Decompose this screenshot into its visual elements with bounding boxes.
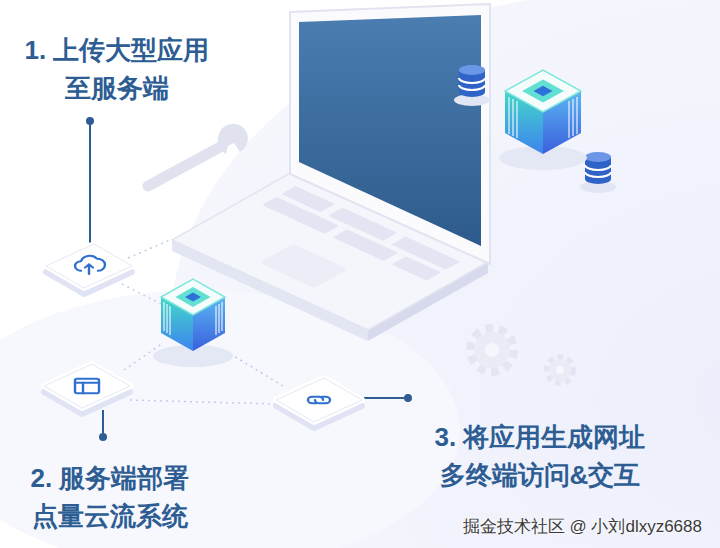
server-cube-part bbox=[185, 293, 201, 302]
leader-line-part bbox=[102, 410, 104, 433]
tile-shape bbox=[40, 358, 134, 418]
wrench-symbol bbox=[148, 124, 248, 186]
gear-symbol-part bbox=[556, 366, 564, 374]
tile-face bbox=[46, 244, 132, 288]
wrench-symbol-part bbox=[148, 146, 222, 186]
leader-line-part bbox=[99, 433, 107, 441]
dotted-wire-part bbox=[128, 240, 170, 258]
link-icon bbox=[308, 397, 330, 403]
leader-line bbox=[86, 117, 412, 441]
laptop-base-part-part bbox=[262, 197, 339, 234]
database-symbol-part bbox=[459, 65, 485, 75]
leader-line-part bbox=[364, 397, 404, 399]
server-cube-part bbox=[522, 79, 564, 102]
server-cube-part bbox=[164, 302, 222, 335]
server-cube-part bbox=[534, 86, 553, 97]
dotted-wire-part bbox=[130, 400, 276, 404]
background-ground-part bbox=[0, 290, 460, 548]
leader-line-part bbox=[86, 117, 94, 125]
callout-text: 1. 上传大型应用 至服务端 bbox=[21, 31, 213, 107]
gear-symbol-part bbox=[472, 330, 512, 370]
layout-icon bbox=[75, 379, 99, 393]
laptop-screen-part bbox=[290, 4, 490, 264]
database-symbol-part bbox=[585, 152, 611, 162]
layout-icon-stroke bbox=[75, 379, 99, 393]
tile-shape bbox=[42, 238, 136, 298]
laptop-base-part-part bbox=[259, 244, 347, 288]
icon-tile: 1. 上传大型应用 至服务端 bbox=[42, 238, 136, 298]
gear-symbol bbox=[472, 330, 572, 382]
icon-tile: 3. 将应用生成网址 多终端访问&交互 bbox=[272, 372, 366, 432]
laptop-screen-part bbox=[299, 15, 481, 246]
gear-symbol-part bbox=[548, 358, 572, 382]
laptop-base-part-part bbox=[391, 256, 441, 280]
tile-face bbox=[44, 364, 130, 408]
link-icon-stroke bbox=[315, 397, 330, 403]
tile-edge bbox=[44, 364, 130, 408]
database-symbol bbox=[454, 65, 616, 193]
tile-edge bbox=[46, 244, 132, 288]
upload-icon bbox=[75, 256, 105, 274]
upload-icon-stroke bbox=[85, 264, 93, 267]
tile-shape bbox=[272, 372, 366, 432]
gear-symbol-part bbox=[485, 343, 499, 357]
leader-line-part bbox=[404, 394, 412, 402]
callout-text: 2. 服务端部署 点量云流系统 bbox=[27, 459, 193, 535]
server-cube bbox=[499, 70, 587, 170]
laptop-screen bbox=[290, 4, 490, 264]
database-symbol-part bbox=[585, 165, 611, 177]
tile-edge bbox=[276, 378, 362, 422]
laptop-base-part-part bbox=[333, 229, 398, 261]
server-cube bbox=[153, 279, 233, 367]
layout-icon-stroke bbox=[75, 382, 99, 384]
leader-line-part bbox=[89, 124, 91, 244]
layout-icon-stroke bbox=[82, 383, 84, 393]
dotted-wire-part bbox=[122, 284, 165, 306]
wrench-symbol-part bbox=[218, 124, 248, 154]
icon-tile: 2. 服务端部署 点量云流系统 bbox=[40, 358, 134, 418]
tile-face bbox=[276, 378, 362, 422]
gear-symbol-part bbox=[474, 332, 510, 368]
watermark: 掘金技术社区 @ 小刘dlxyz6688 bbox=[463, 515, 702, 538]
callout-text: 3. 将应用生成网址 多终端访问&交互 bbox=[431, 418, 649, 494]
server-cube-part bbox=[175, 287, 210, 307]
gear-symbol-part bbox=[549, 359, 571, 381]
database-symbol-part bbox=[459, 78, 485, 90]
server-cube-part bbox=[509, 97, 577, 138]
